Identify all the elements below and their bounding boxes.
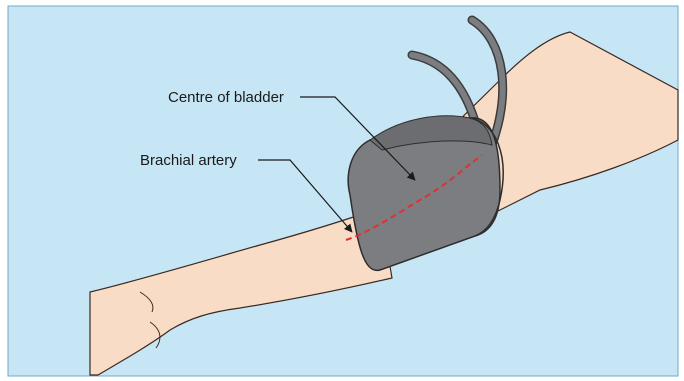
label-brachial-artery: Brachial artery (140, 153, 237, 168)
label-centre-of-bladder: Centre of bladder (168, 90, 284, 105)
